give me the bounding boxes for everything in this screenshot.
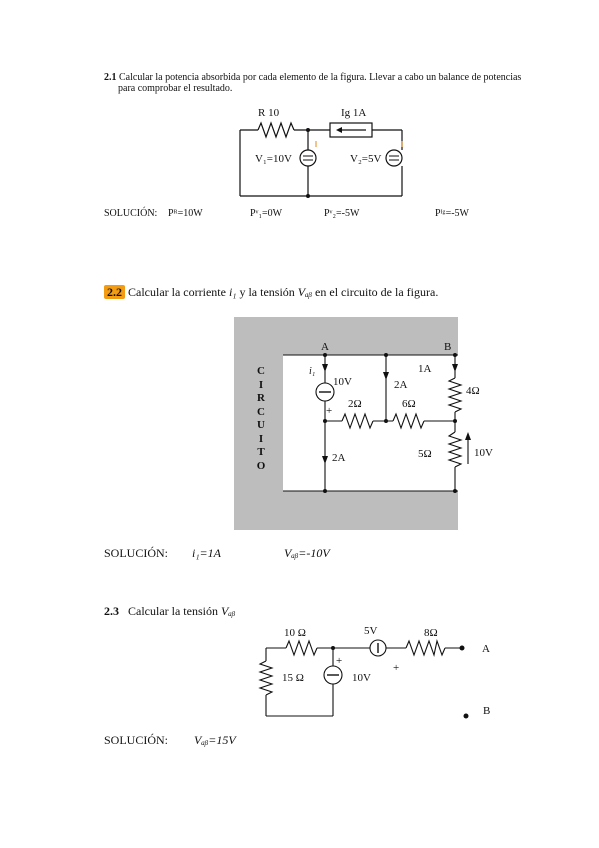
circuito-letter: T — [257, 446, 265, 458]
fig23-label-10v: 10V — [352, 672, 371, 684]
terminal-a-dot — [459, 645, 465, 651]
fig22-label-6ohm: 6Ω — [402, 398, 416, 410]
problem-2-1-text-line1: Calcular la potencia absorbida por cada … — [119, 72, 522, 83]
fig23-label-15ohm: 15 Ω — [282, 672, 304, 684]
solution-i1: i₁=1A — [192, 546, 221, 560]
fig23-label-8ohm: 8Ω — [424, 627, 438, 639]
fig23-v5-source-icon — [369, 639, 387, 657]
fig21-v2-label: V₂=5V — [350, 153, 381, 165]
solution-vab-2-2: Vₐᵦ=-10V — [284, 546, 330, 560]
problem-2-3-number: 2.3 — [104, 604, 119, 618]
problem-2-3-solution-label: SOLUCIÓN: — [104, 733, 169, 747]
fig22-label-5ohm: 5Ω — [418, 448, 432, 460]
circuito-letter: I — [258, 432, 264, 445]
problem-2-1-number: 2.1 — [104, 72, 117, 83]
solution-pv1: Pᵛ₁=0W — [250, 208, 283, 219]
solution-pv2: Pᵛ₂=-5W — [324, 208, 360, 219]
problem-2-3-vab: Vₐᵦ — [220, 604, 236, 618]
problem-2-1-text-line2: para comprobar el resultado. — [118, 83, 233, 94]
circuito-vertical-label: C I R C U I T O — [255, 365, 267, 473]
fig22-label-a: A — [321, 341, 329, 353]
problem-2-1-solution-label: SOLUCIÓN: — [104, 208, 158, 219]
fig23-label-10ohm: 10 Ω — [284, 627, 306, 639]
terminal-b-dot — [463, 713, 469, 719]
circuito-letter: C — [257, 405, 265, 418]
fig23-label-5v: 5V — [364, 625, 378, 637]
fig22-v10-source-icon — [315, 382, 335, 402]
circuito-letter: U — [257, 419, 265, 431]
solution-pr: Pᴿ=10W — [168, 208, 203, 219]
fig22-label-2a-top: 2A — [394, 379, 408, 391]
circuito-letter: I — [258, 378, 264, 391]
fig23-v10-source-icon — [323, 665, 343, 685]
problem-2-2-i1: i₁ — [228, 285, 237, 299]
circuito-letter: O — [256, 459, 266, 472]
v1-source-icon — [299, 149, 317, 167]
fig21-ig-label: Ig 1A — [341, 107, 366, 119]
fig23-label-plus1: + — [336, 655, 342, 667]
problem-2-2-text-c: en el circuito de la figura. — [312, 285, 439, 299]
fig22-label-4ohm: 4Ω — [466, 385, 480, 397]
problem-2-2-solution-label: SOLUCIÓN: — [104, 546, 169, 560]
problem-2-2-statement: 2.2 Calcular la corriente i₁ y la tensió… — [104, 285, 438, 300]
fig22-label-1a: 1A — [418, 363, 432, 375]
fig22-label-2a-bottom: 2A — [332, 452, 346, 464]
v2-source-icon — [385, 149, 403, 167]
fig22-label-10v: 10V — [333, 376, 352, 388]
problem-2-2-number: 2.2 — [104, 285, 125, 299]
fig22-label-i1: i₁ — [309, 366, 315, 377]
fig23-label-plus2: + — [393, 662, 399, 674]
circuito-letter: R — [257, 392, 265, 404]
problem-2-3-statement: 2.3 Calcular la tensión Vₐᵦ — [104, 604, 235, 619]
fig22-label-2ohm: 2Ω — [348, 398, 362, 410]
solution-vab-2-3: Vₐᵦ=15V — [194, 733, 236, 747]
fig21-r-label: R 10 — [258, 107, 280, 119]
problem-2-1-statement: 2.1 Calcular la potencia absorbida por c… — [104, 72, 574, 94]
fig23-label-a: A — [482, 643, 490, 655]
fig22-label-b: B — [444, 341, 451, 353]
problem-2-2-text-b: y la tensión — [236, 285, 298, 299]
problem-2-2-text-a: Calcular la corriente — [128, 285, 229, 299]
fig21-v1-label: V₁=10V — [255, 153, 292, 165]
problem-2-3-text: Calcular la tensión — [128, 604, 221, 618]
fig23-label-b: B — [483, 705, 490, 717]
solution-pig: Pᴵᵍ=-5W — [435, 208, 469, 219]
circuito-letter: C — [257, 365, 265, 377]
problem-2-2-vab: Vₐᵦ — [297, 285, 313, 299]
fig22-label-10v-right: 10V — [474, 447, 493, 459]
fig22-label-plus: + — [326, 405, 332, 417]
